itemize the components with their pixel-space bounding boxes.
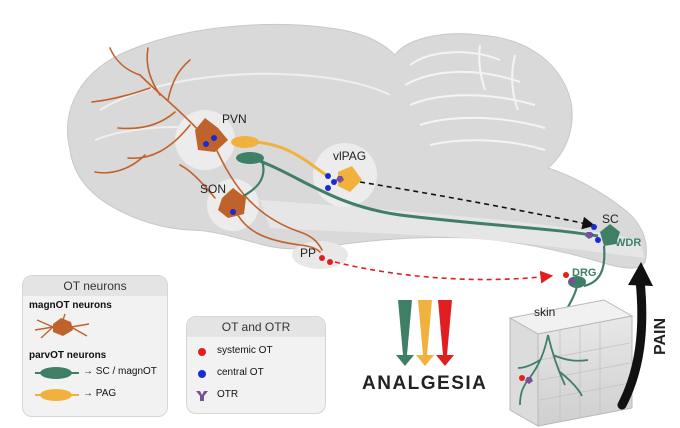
- legend-ot-otr-title: OT and OTR: [187, 317, 325, 337]
- parvot-magn-collateral: [239, 159, 265, 199]
- legend-otr-icon: [196, 391, 208, 401]
- otr-markers: [336, 176, 593, 285]
- legend-parv-label: parvOT neurons: [29, 350, 107, 361]
- legend-parv-sc-icon: [35, 367, 79, 379]
- vlpag-neuron: [338, 166, 362, 192]
- legend-magn-icon: [34, 313, 90, 339]
- legend-ot-neurons: OT neurons magnOT neurons parvOT neurons…: [22, 275, 168, 417]
- vlpag-sc-dashed-arrow: [359, 181, 596, 230]
- label-pain: PAIN: [652, 318, 669, 355]
- label-skin: skin: [534, 305, 555, 319]
- brain-silhouette: [67, 24, 647, 269]
- pain-arrow: [617, 262, 653, 410]
- parvot-pag-axon: [249, 140, 331, 180]
- label-vlpag: vlPAG: [333, 149, 366, 163]
- label-pvn: PVN: [222, 112, 247, 126]
- parvot-sc-axon: [251, 156, 599, 238]
- pvn-parvot-pag-neuron: [231, 136, 259, 148]
- legend-ot-neurons-title: OT neurons: [23, 276, 167, 296]
- label-son: SON: [200, 182, 226, 196]
- label-wdr: WDR: [615, 237, 641, 249]
- pvn-parvot-sc-neuron: [236, 152, 264, 164]
- wdr-neuron: [600, 224, 620, 246]
- legend-parv-pag-icon: [35, 389, 79, 401]
- label-drg: DRG: [572, 267, 596, 279]
- skin-block: [508, 299, 634, 427]
- label-analgesia: ANALGESIA: [362, 373, 487, 394]
- legend-systemic-dot: [198, 348, 206, 356]
- legend-otr: OTR: [217, 389, 239, 400]
- label-sc: SC: [602, 212, 619, 226]
- legend-ot-otr: OT and OTR systemic OT central OT OTR: [186, 316, 326, 414]
- legend-central: central OT: [217, 367, 264, 378]
- label-pp: PP: [300, 246, 316, 260]
- legend-central-dot: [198, 370, 206, 378]
- analgesia-arrows: [396, 300, 454, 366]
- magnot-dendrites: [91, 47, 323, 253]
- systemic-ot-dots: [319, 255, 569, 278]
- legend-parv-sc: → SC / magnOT: [83, 366, 157, 377]
- son-magnot-neuron: [218, 188, 246, 218]
- legend-systemic: systemic OT: [217, 345, 273, 356]
- legend-parv-pag: → PAG: [83, 388, 117, 399]
- pp-drg-dashed-arrow: [334, 261, 554, 284]
- legend-magn-label: magnOT neurons: [29, 300, 112, 311]
